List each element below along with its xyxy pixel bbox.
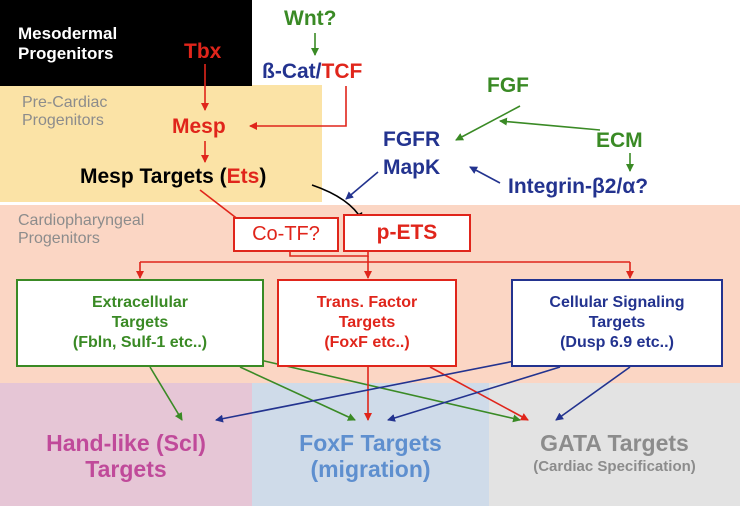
mesp-targets-text: Mesp Targets (	[80, 165, 227, 188]
foxf-targets-label: FoxF Targets (migration)	[252, 430, 489, 483]
trans-factor-title: Trans. Factor	[316, 294, 418, 311]
mesodermal-label: Mesodermal Progenitors	[18, 24, 118, 63]
ets-text: Ets	[226, 165, 260, 188]
arrow-fgf-fgfr	[455, 105, 521, 141]
gata-line2: (Cardiac Specification)	[533, 458, 696, 476]
integrin-label: Integrin-β2/α?	[508, 175, 649, 198]
mesp-targets-close: )	[259, 165, 267, 188]
gata-targets-label: GATA Targets (Cardiac Specification)	[489, 430, 740, 476]
fgfr-label: FGFR	[383, 128, 441, 151]
tcf-text: TCF	[321, 60, 363, 83]
cellular-signaling-title: Cellular Signaling	[549, 294, 685, 311]
wnt-label: Wnt?	[284, 7, 337, 30]
mesodermal-region	[0, 0, 252, 86]
foxf-line2: (migration)	[310, 456, 431, 483]
handlike-region	[0, 383, 252, 506]
gata-line1: GATA Targets	[540, 430, 689, 456]
p-ets-text: p-ETS	[376, 220, 438, 244]
extracellular-title: Extracellular	[91, 294, 189, 311]
extracellular-examples: (Fbln, Sulf-1 etc..)	[72, 334, 208, 351]
arrow-fgfr-pets	[345, 171, 379, 200]
mesp-targets-label: Mesp Targets (Ets)	[80, 165, 266, 189]
co-tf-text: Co-TF?	[252, 223, 320, 245]
extracellular-targets-box: Extracellular Targets (Fbln, Sulf-1 etc.…	[16, 279, 264, 367]
p-ets-box: p-ETS	[343, 214, 471, 252]
gata-region	[489, 383, 740, 506]
ecm-label: ECM	[596, 129, 643, 152]
bus-line	[289, 252, 369, 257]
beta-cat-text: ß-Cat/	[262, 60, 322, 83]
extracellular-sub: Targets	[111, 314, 169, 331]
handlike-targets-label: Hand-like (Scl) Targets	[0, 430, 252, 483]
precardiac-label: Pre-Cardiac Progenitors	[22, 94, 108, 130]
co-tf-box: Co-TF?	[233, 217, 339, 252]
mesp-label: Mesp	[172, 115, 226, 138]
handlike-line1: Hand-like (Scl)	[46, 430, 206, 456]
precardiac-region	[0, 85, 322, 202]
trans-factor-examples: (FoxF etc..)	[324, 334, 410, 351]
cellular-signaling-sub: Targets	[588, 314, 646, 331]
beta-cat-tcf-label: ß-Cat/TCF	[262, 60, 362, 84]
cardiopharyngeal-label: Cardiopharyngeal Progenitors	[18, 212, 145, 248]
cellular-signaling-examples: (Dusp 6.9 etc..)	[560, 334, 674, 351]
arrow-tcf-mesp	[249, 86, 347, 130]
handlike-line2: Targets	[85, 456, 167, 483]
arrow-ecm-fgf	[499, 117, 601, 131]
arrow-integrin-mapk	[469, 166, 501, 184]
tbx-label: Tbx	[184, 40, 222, 63]
foxf-line1: FoxF Targets	[299, 430, 442, 456]
mapk-label: MapK	[383, 156, 441, 179]
trans-factor-sub: Targets	[338, 314, 396, 331]
cellular-signaling-targets-box: Cellular Signaling Targets (Dusp 6.9 etc…	[511, 279, 723, 367]
trans-factor-targets-box: Trans. Factor Targets (FoxF etc..)	[277, 279, 457, 367]
fgf-label: FGF	[487, 74, 529, 97]
